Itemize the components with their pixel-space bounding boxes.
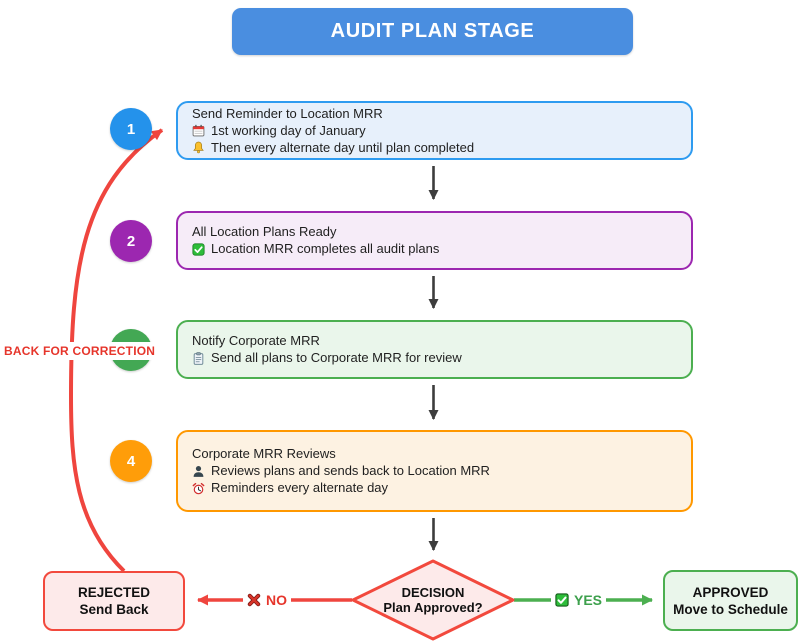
check-icon [192, 242, 205, 256]
clipboard-icon [192, 351, 205, 365]
step-title: All Location Plans Ready [192, 224, 337, 239]
decision-question: Plan Approved? [383, 600, 483, 615]
step-badge-2: 2 [110, 220, 152, 262]
step-number: 4 [126, 452, 136, 470]
step-detail: 1st working day of January [192, 123, 677, 139]
step-detail: Reviews plans and sends back to Location… [192, 463, 677, 479]
step-number: 2 [126, 232, 136, 250]
calendar-icon [192, 124, 205, 137]
approved-box: APPROVED Move to Schedule [663, 570, 798, 631]
approved-title: APPROVED [692, 584, 769, 600]
step-detail: Send all plans to Corporate MRR for revi… [192, 350, 677, 366]
step-box-notify-corporate: Notify Corporate MRR Send all plans to C… [176, 320, 693, 379]
check-icon [555, 593, 569, 607]
alarm-icon [192, 482, 205, 495]
approved-subtitle: Move to Schedule [673, 601, 788, 617]
step-title: Corporate MRR Reviews [192, 446, 336, 461]
yes-edge-label: YES [551, 591, 607, 609]
step-title: Send Reminder to Location MRR [192, 105, 383, 121]
step-badge-1: 1 [110, 108, 152, 150]
decision-label: DECISION Plan Approved? [353, 585, 513, 615]
step-box-plans-ready: All Location Plans Ready Location MRR co… [176, 211, 693, 270]
step-box-send-reminder: Send Reminder to Location MRR 1st workin… [176, 101, 693, 160]
step-detail: Then every alternate day until plan comp… [192, 140, 677, 156]
step-box-corporate-reviews: Corporate MRR Reviews Reviews plans and … [176, 430, 693, 512]
no-edge-label: NO [243, 591, 291, 609]
rejected-title: REJECTED [77, 585, 150, 600]
page-title-text: AUDIT PLAN STAGE [330, 20, 535, 42]
step-number: 1 [126, 120, 136, 138]
rejected-box: REJECTED Send Back [43, 571, 185, 631]
back-for-correction-label: BACK FOR CORRECTION [1, 342, 159, 360]
yes-text: YES [574, 592, 603, 608]
no-text: NO [266, 592, 287, 608]
cross-icon [247, 593, 261, 607]
bell-icon [192, 141, 205, 154]
step-title: Notify Corporate MRR [192, 333, 320, 348]
page-title: AUDIT PLAN STAGE [232, 8, 633, 55]
decision-title: DECISION [401, 585, 465, 600]
rejected-subtitle: Send Back [79, 602, 149, 617]
step-detail: Reminders every alternate day [192, 480, 677, 496]
step-badge-4: 4 [110, 440, 152, 482]
step-detail: Location MRR completes all audit plans [192, 241, 677, 257]
person-icon [192, 465, 205, 478]
